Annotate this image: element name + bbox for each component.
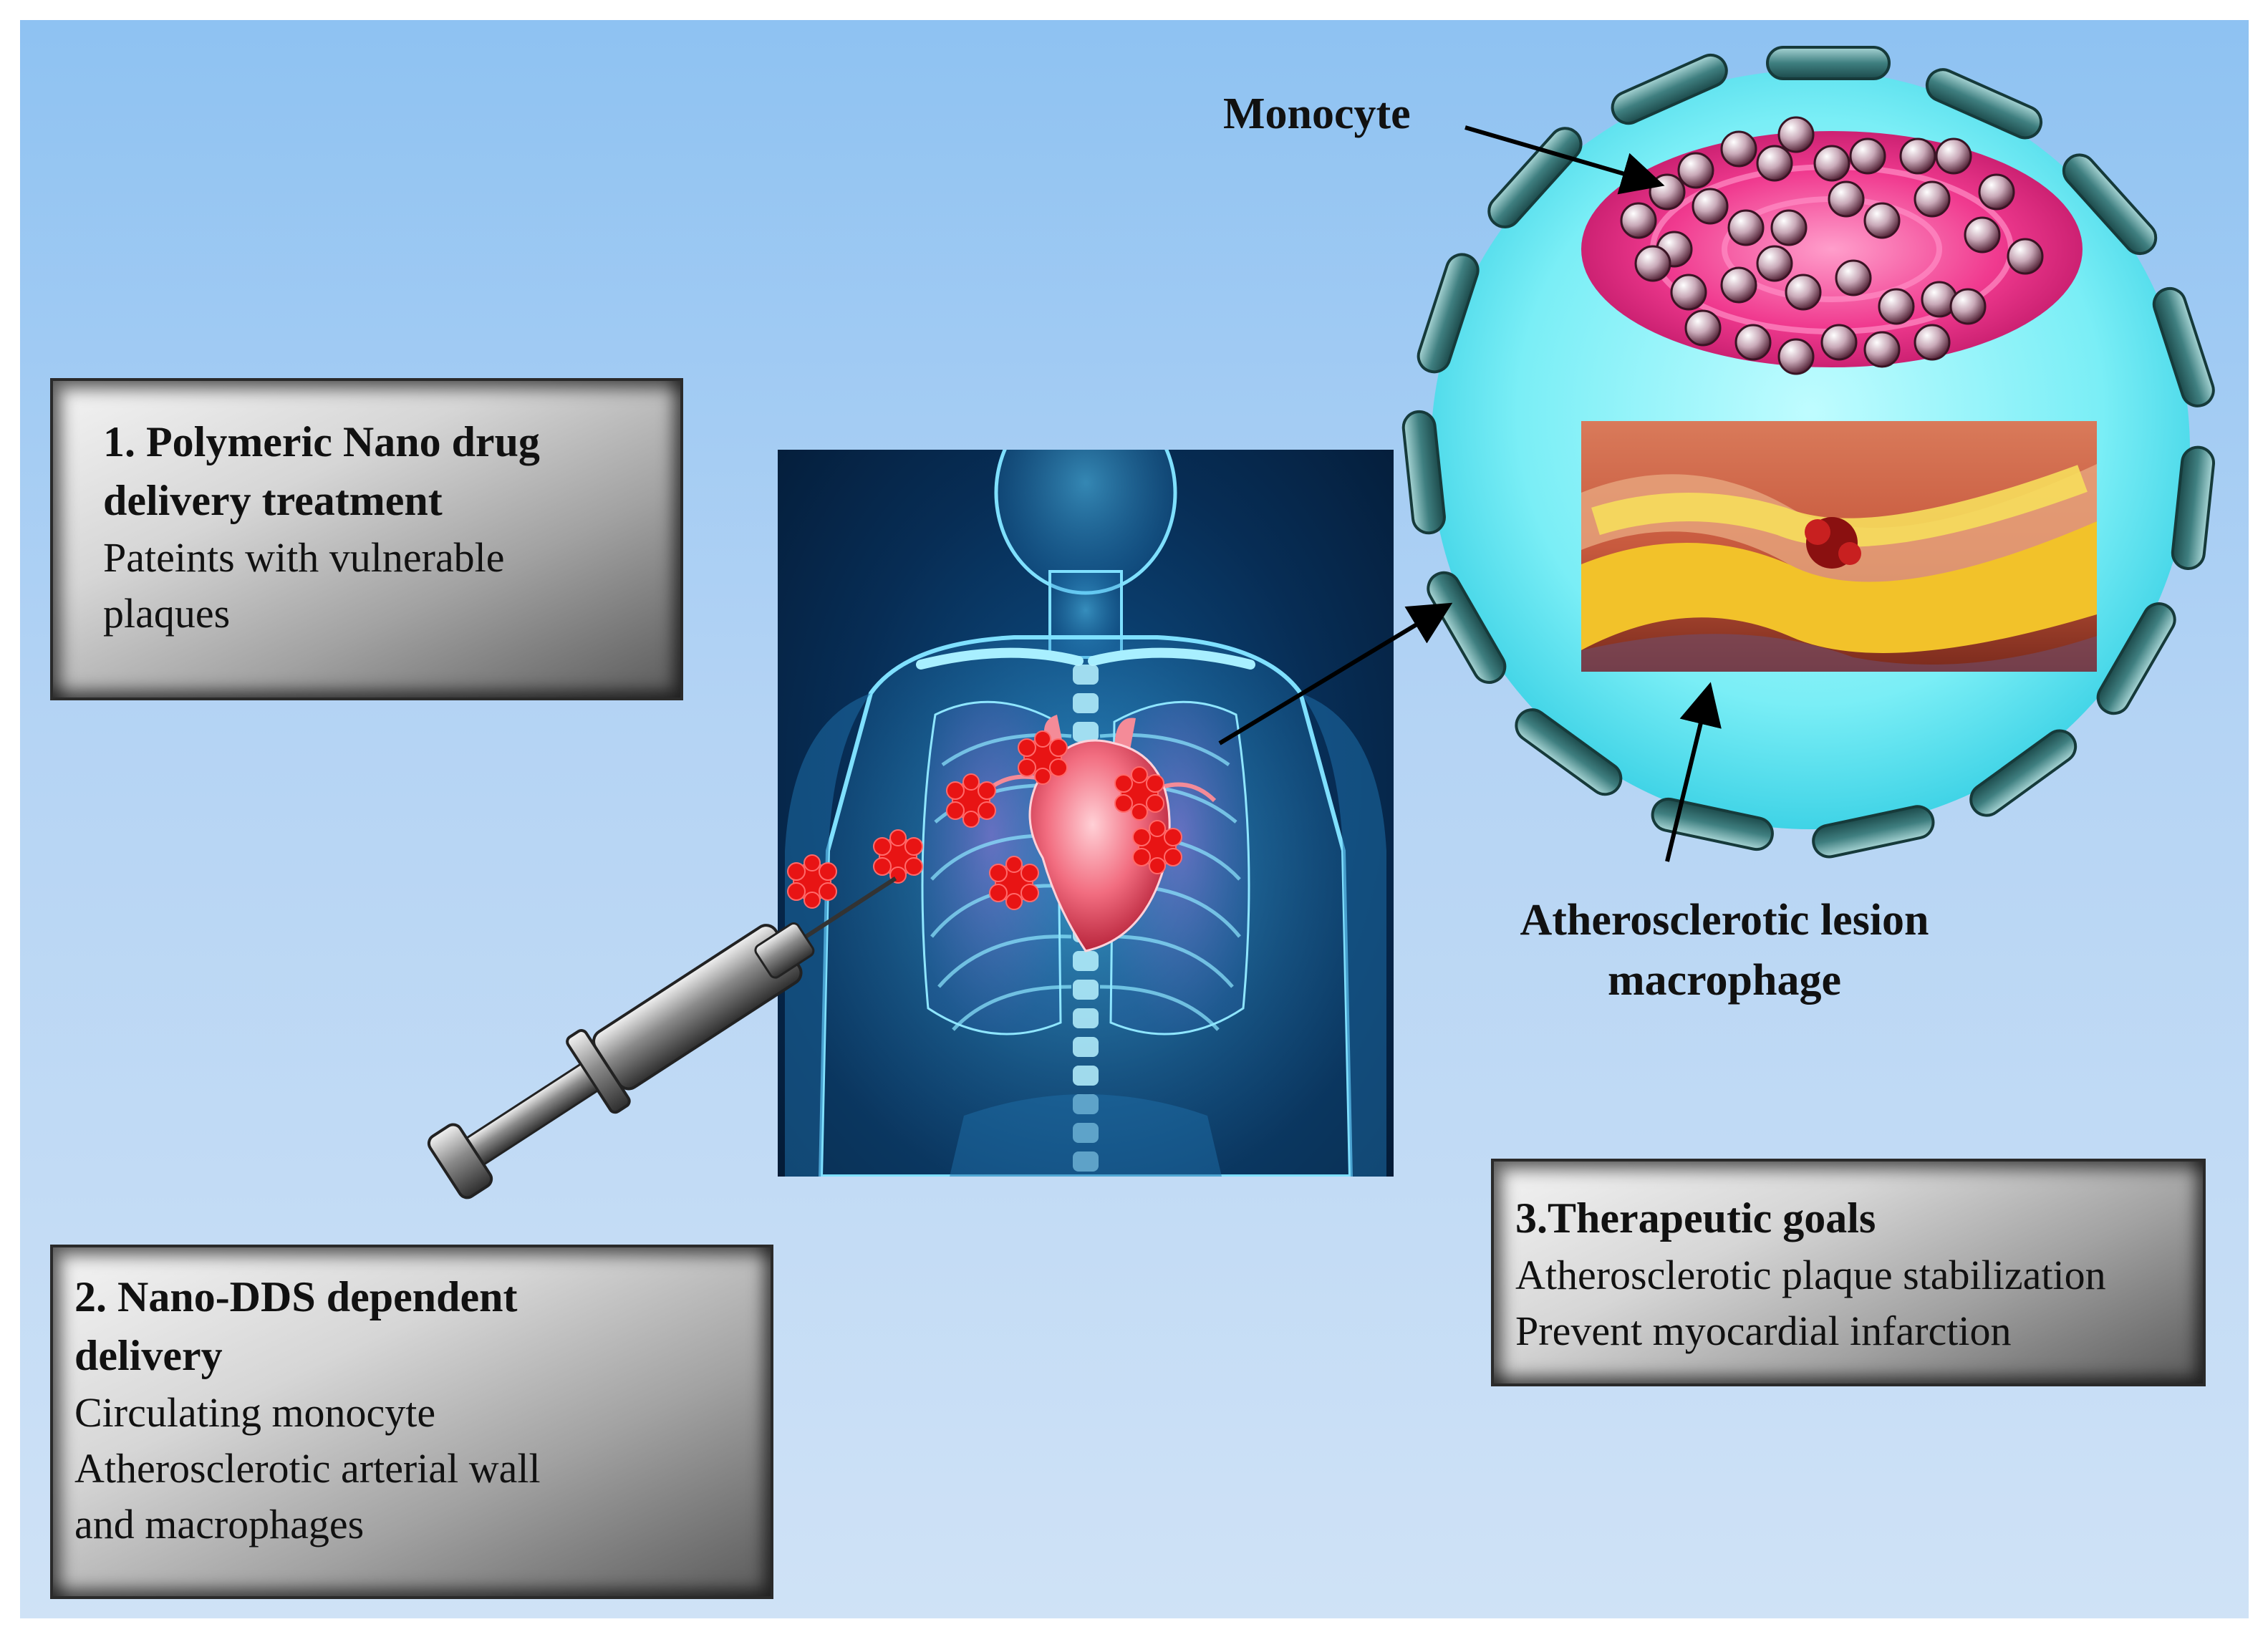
- treatment-box: 1. Polymeric Nano drug delivery treatmen…: [50, 378, 683, 700]
- goals-body-line1: Atherosclerotic plaque stabilization: [1515, 1252, 2106, 1298]
- diagram-overlay: [427, 46, 2216, 1199]
- delivery-body-line2: Atherosclerotic arterial wall: [74, 1445, 541, 1492]
- lesion-label: Atherosclerotic lesion macrophage: [1452, 890, 1997, 1010]
- delivery-title-line2: delivery: [74, 1332, 223, 1379]
- artery-lesion-image: [1581, 421, 2097, 672]
- nanoparticle-5: [1114, 766, 1164, 821]
- treatment-title-line2: delivery treatment: [103, 477, 443, 524]
- syringe-icon: [427, 877, 897, 1199]
- cell-membrane: [1401, 46, 2216, 859]
- lesion-label-line1: Atherosclerotic lesion: [1520, 896, 1929, 945]
- goals-title: 3.Therapeutic goals: [1515, 1194, 1876, 1242]
- torso-graphic: [785, 450, 1386, 1177]
- nanoparticle-cluster: [787, 730, 1182, 910]
- cytoplasmic-granules: [1620, 116, 2044, 375]
- delivery-body-line3: and macrophages: [74, 1501, 365, 1547]
- nanoparticle-4: [1018, 730, 1068, 785]
- nanoparticle-2: [873, 829, 923, 884]
- delivery-box: 2. Nano-DDS dependent delivery Circulati…: [50, 1245, 773, 1599]
- monocyte-label: Monocyte: [1223, 90, 1411, 138]
- lesion-pointer-arrow: [1665, 682, 1722, 862]
- goals-body-line2: Prevent myocardial infarction: [1515, 1308, 2012, 1354]
- body-to-cell-arrow: [1218, 602, 1453, 745]
- right-clavicle: [1088, 647, 1255, 670]
- nanoparticle-1: [787, 854, 837, 909]
- treatment-body-line1: Pateints with vulnerable: [103, 534, 505, 581]
- left-arm: [785, 693, 871, 1177]
- delivery-title-line1: 2. Nano-DDS dependent: [74, 1273, 518, 1320]
- lesion-label-line2: macrophage: [1607, 956, 1842, 1005]
- human-torso-illustration: [778, 450, 1394, 1177]
- treatment-title-line1: 1. Polymeric Nano drug: [103, 418, 540, 465]
- nanoparticle-6: [1132, 820, 1182, 874]
- nanoparticle-7: [989, 856, 1039, 910]
- therapeutic-goals-box: 3.Therapeutic goals Atherosclerotic plaq…: [1491, 1159, 2206, 1386]
- right-arm: [1301, 693, 1386, 1177]
- monocyte-pointer-arrow: [1464, 125, 1665, 195]
- left-clavicle: [916, 647, 1084, 670]
- diagram-canvas: 1. Polymeric Nano drug delivery treatmen…: [20, 20, 2249, 1618]
- nanoparticle-3: [946, 773, 996, 828]
- treatment-body-line2: plaques: [103, 590, 231, 637]
- monocyte-cell: [1401, 46, 2216, 859]
- pelvis: [950, 1094, 1222, 1177]
- delivery-body-line1: Circulating monocyte: [74, 1389, 436, 1436]
